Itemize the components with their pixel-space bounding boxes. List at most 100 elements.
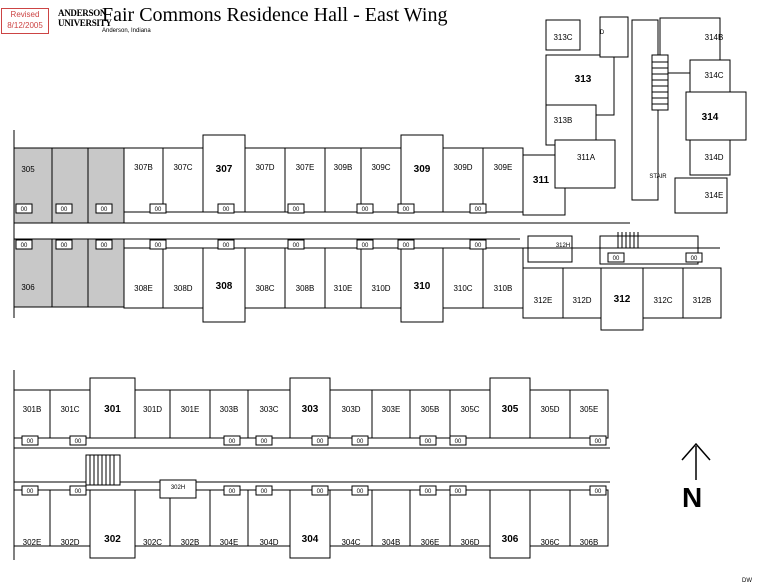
bathroom-fixture <box>311 485 329 496</box>
room-310D <box>360 247 402 309</box>
room-314D <box>689 139 731 176</box>
room-label-305D: 305D <box>540 405 559 414</box>
room-label-309E: 309E <box>494 163 513 172</box>
room-309 <box>400 134 444 213</box>
bath-label: 00 <box>155 207 162 213</box>
room-label-314E: 314E <box>705 191 724 200</box>
bath-label: 00 <box>425 439 432 445</box>
bath-label: 00 <box>261 489 268 495</box>
bath-label: 00 <box>261 439 268 445</box>
room-label-307D: 307D <box>255 163 274 172</box>
bath-label: 00 <box>403 243 410 249</box>
room-306 <box>489 489 531 559</box>
university-logo: ANDERSON UNIVERSITY <box>58 8 112 32</box>
room-label-312B: 312B <box>693 296 712 305</box>
bathroom-fixture <box>217 239 235 250</box>
bath-label: 00 <box>595 489 602 495</box>
logo-line1: ANDERSON <box>58 8 107 18</box>
room-305 <box>489 377 531 439</box>
room-label-301E: 301E <box>181 405 200 414</box>
bathroom-fixture <box>223 485 241 496</box>
bath-label: 00 <box>293 243 300 249</box>
room-label-306E: 306E <box>421 538 440 547</box>
room-label-306C: 306C <box>540 538 559 547</box>
bath-label: 00 <box>229 489 236 495</box>
room-label-302E: 302E <box>23 538 42 547</box>
north-arrow-head <box>681 442 711 461</box>
room-310B <box>482 247 524 309</box>
room-label-311A: 311A <box>577 153 596 162</box>
bathroom-fixture <box>55 239 73 250</box>
room-305C <box>449 389 491 439</box>
room-303 <box>289 377 331 439</box>
bath-label: 00 <box>357 439 364 445</box>
room-label-308C: 308C <box>255 284 274 293</box>
room-305D <box>529 389 571 439</box>
room-308D <box>162 247 204 309</box>
room-302C <box>134 489 171 547</box>
bath-label: 00 <box>362 243 369 249</box>
room-label-308D: 308D <box>173 284 192 293</box>
room-label-312C: 312C <box>653 296 672 305</box>
room-label-302H: 302H <box>171 485 185 491</box>
room-label-304C: 304C <box>341 538 360 547</box>
bathroom-fixture <box>351 435 369 446</box>
room-label-307C: 307C <box>173 163 192 172</box>
bath-label: 00 <box>475 243 482 249</box>
room-label-310B: 310B <box>494 284 513 293</box>
room-311A <box>554 139 616 189</box>
revised-date: 8/12/2005 <box>7 21 43 30</box>
bath-label: 00 <box>101 243 108 249</box>
room-308B <box>284 247 326 309</box>
room-310 <box>400 247 444 323</box>
bathroom-fixture <box>469 239 487 250</box>
bathroom-fixture <box>397 239 415 250</box>
room-310C <box>442 247 484 309</box>
room-label-309B: 309B <box>334 163 353 172</box>
room-label-311: 311 <box>533 175 550 186</box>
room-302 <box>89 489 136 559</box>
room-314E <box>674 177 728 214</box>
bathroom-fixture <box>351 485 369 496</box>
room-303D <box>329 389 373 439</box>
bathroom-fixture <box>255 485 273 496</box>
bathroom-fixture <box>287 239 305 250</box>
logo-line2: UNIVERSITY <box>58 18 112 28</box>
bathroom-fixture <box>449 435 467 446</box>
bathroom-fixture <box>15 203 33 214</box>
bathroom-fixture <box>217 203 235 214</box>
room-label-305C: 305C <box>460 405 479 414</box>
room-304 <box>289 489 331 559</box>
room-label-303E: 303E <box>382 405 401 414</box>
room-label-304E: 304E <box>220 538 239 547</box>
room-304C <box>329 489 373 547</box>
bath-label: 00 <box>223 207 230 213</box>
bathroom-fixture <box>95 203 113 214</box>
room-label-303D: 303D <box>341 405 360 414</box>
room-303E <box>371 389 411 439</box>
room-308E <box>123 247 164 309</box>
bath-label: 00 <box>21 207 28 213</box>
room-306E <box>409 489 451 547</box>
bath-label: 00 <box>362 207 369 213</box>
room-label-302D: 302D <box>60 538 79 547</box>
bath-label: 00 <box>27 489 34 495</box>
room-label-301B: 301B <box>23 405 42 414</box>
bath-label: 00 <box>75 489 82 495</box>
room-302H <box>159 479 197 499</box>
bathroom-fixture <box>69 485 87 496</box>
bath-label: 00 <box>223 243 230 249</box>
room-closet-313D <box>599 16 629 58</box>
room-309E <box>482 147 524 213</box>
revised-label: Revised <box>10 10 40 19</box>
bathroom-fixture <box>397 203 415 214</box>
bathroom-fixture <box>149 203 167 214</box>
room-label-313: 313 <box>575 74 592 85</box>
room-label-301: 301 <box>104 404 121 415</box>
bath-label: 00 <box>75 439 82 445</box>
bathroom-fixture <box>685 252 703 263</box>
room-label-307E: 307E <box>296 163 315 172</box>
room-312C <box>642 267 684 319</box>
room-label-304D: 304D <box>259 538 278 547</box>
room-label-306: 306 <box>502 534 519 545</box>
